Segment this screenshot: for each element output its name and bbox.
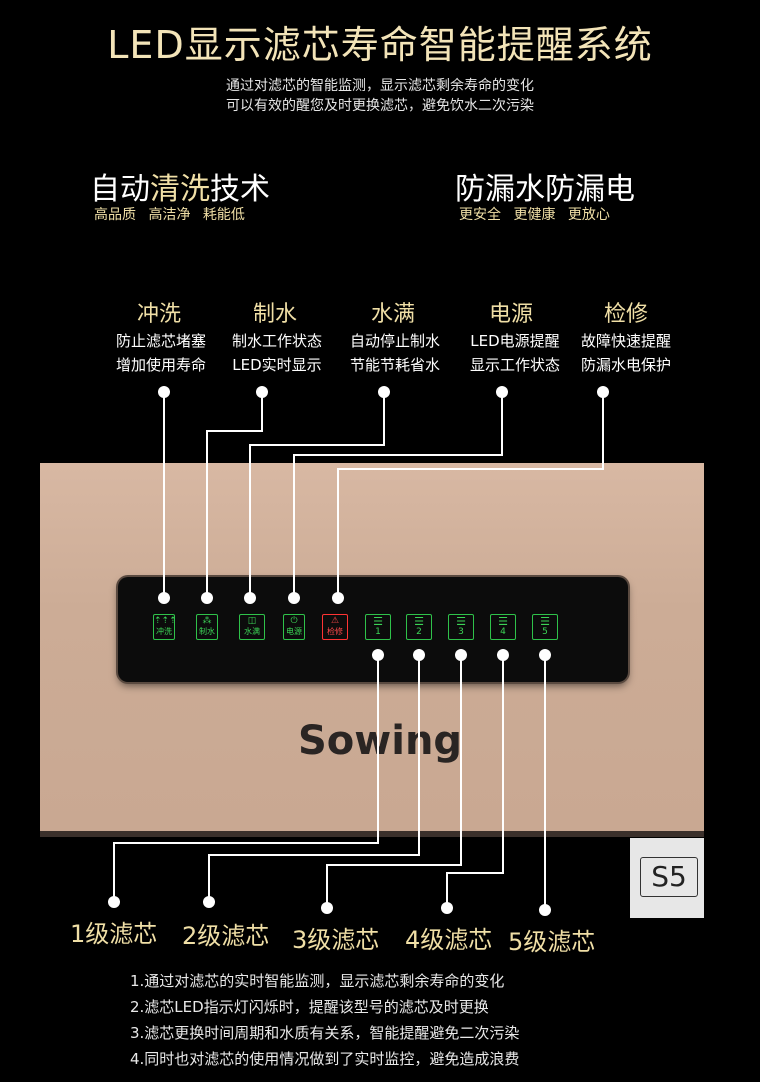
- function-make-water-desc-1: 制水工作状态: [231, 332, 322, 350]
- function-flush-desc: 防止滤芯堵塞 增加使用寿命: [96, 329, 226, 377]
- function-repair-desc-2: 防漏水电保护: [580, 356, 671, 374]
- filter-led-2: ☰ 2: [406, 614, 432, 640]
- callout-line-tank-full-a: [383, 392, 385, 446]
- stage-1-dot: [108, 896, 120, 908]
- purifier-base-shadow: [40, 831, 704, 837]
- feature-auto-clean-sub: 高品质 高洁净 耗能低: [94, 207, 245, 223]
- function-make-water-desc-2: LED实时显示: [232, 356, 322, 374]
- function-power-desc-1: LED电源提醒: [470, 332, 560, 350]
- function-tank-full-desc-1: 自动停止制水: [349, 332, 440, 350]
- feature-auto-clean-heading: 自动清洗技术: [90, 164, 270, 208]
- note-item-4: 4.同时也对滤芯的使用情况做到了实时监控，避免造成浪费: [130, 1050, 520, 1068]
- callout-line-make-water-b: [206, 430, 263, 432]
- brand-logo: Sowing: [298, 718, 463, 764]
- stage-2-label: 2级滤芯: [182, 922, 270, 950]
- callout-line-repair-a: [602, 392, 604, 470]
- stage-3-line-c: [326, 864, 328, 904]
- callout-dot-flush: [158, 386, 170, 398]
- page-title: LED显示滤芯寿命智能提醒系统: [107, 23, 653, 67]
- warning-icon: ⚠: [330, 616, 340, 626]
- flush-icon: ⇡⇡⇡: [154, 616, 177, 626]
- stage-3-line-b: [326, 864, 462, 866]
- stage-2-dot: [203, 896, 215, 908]
- filter-bars-icon: ☰: [498, 615, 508, 628]
- note-item-2: 2.滤芯LED指示灯闪烁时，提醒该型号的滤芯及时更换: [130, 998, 489, 1016]
- feature-leak-protect-heading: 防漏水防漏电: [455, 172, 635, 207]
- feature-auto-clean-part-c: 技术: [210, 172, 270, 207]
- stage-5-dot: [539, 904, 551, 916]
- callout-line-power-a: [501, 392, 503, 456]
- key-tank-full[interactable]: ◫ 水满: [239, 614, 265, 640]
- filter-led-5: ☰ 5: [532, 614, 558, 640]
- stage-2-line-b: [208, 854, 420, 856]
- function-tank-full-title: 水满: [370, 302, 415, 327]
- stage-3-label: 3级滤芯: [292, 926, 380, 954]
- function-tank-full-desc-2: 节能节耗省水: [349, 356, 440, 374]
- tank-icon: ◫: [247, 616, 257, 626]
- key-flush[interactable]: ⇡⇡⇡ 冲洗: [153, 614, 177, 640]
- power-icon: ⏻: [290, 616, 298, 626]
- stage-5-label: 5级滤芯: [508, 928, 596, 956]
- feature-leak-protect-sub: 更安全 更健康 更放心: [459, 207, 610, 223]
- stage-4-label: 4级滤芯: [405, 926, 493, 954]
- subtitle-line-1: 通过对滤芯的智能监测，显示滤芯剩余寿命的变化: [226, 78, 534, 94]
- filter-bars-icon: ☰: [456, 615, 466, 628]
- model-label-background: [630, 838, 704, 918]
- function-flush-desc-1: 防止滤芯堵塞: [115, 332, 206, 350]
- stage-1-label: 1级滤芯: [70, 920, 158, 948]
- callout-dot-tank-full: [378, 386, 390, 398]
- stage-4-line-c: [446, 872, 448, 904]
- stage-1-line-c: [113, 842, 115, 900]
- callout-dot-power: [496, 386, 508, 398]
- function-make-water-desc: 制水工作状态 LED实时显示: [212, 329, 342, 377]
- function-tank-full-desc: 自动停止制水 节能节耗省水: [330, 329, 460, 377]
- callout-dot-make-water: [256, 386, 268, 398]
- function-repair-desc-1: 故障快速提醒: [580, 332, 671, 350]
- filter-led-4: ☰ 4: [490, 614, 516, 640]
- model-badge: S5: [640, 857, 698, 897]
- callout-dot-repair: [597, 386, 609, 398]
- function-power-desc: LED电源提醒 显示工作状态: [450, 329, 580, 377]
- stage-1-line-b: [113, 842, 379, 844]
- key-make-water[interactable]: ⁂ 制水: [196, 614, 218, 640]
- filter-bars-icon: ☰: [414, 615, 424, 628]
- function-flush-title: 冲洗: [136, 302, 181, 327]
- stage-2-line-c: [208, 854, 210, 900]
- filter-bars-icon: ☰: [373, 615, 383, 628]
- filter-led-3: ☰ 3: [448, 614, 474, 640]
- callout-line-power-b: [293, 454, 503, 456]
- key-power[interactable]: ⏻ 电源: [283, 614, 305, 640]
- stage-3-dot: [321, 902, 333, 914]
- key-repair[interactable]: ⚠ 检修: [322, 614, 348, 640]
- callout-line-tank-full-b: [249, 444, 385, 446]
- stage-4-dot: [441, 902, 453, 914]
- function-make-water-title: 制水: [252, 302, 297, 327]
- filter-led-1: ☰ 1: [365, 614, 391, 640]
- function-flush-desc-2: 增加使用寿命: [115, 356, 206, 374]
- function-power-title: 电源: [488, 302, 533, 327]
- feature-auto-clean-part-a: 自动: [90, 172, 150, 207]
- callout-line-make-water-a: [261, 392, 263, 432]
- note-item-1: 1.通过对滤芯的实时智能监测，显示滤芯剩余寿命的变化: [130, 972, 505, 990]
- feature-auto-clean-part-b: 清洗: [150, 172, 210, 207]
- function-repair-desc: 故障快速提醒 防漏水电保护: [561, 329, 691, 377]
- subtitle-line-2: 可以有效的醒您及时更换滤芯，避免饮水二次污染: [226, 98, 534, 114]
- filter-bars-icon: ☰: [540, 615, 550, 628]
- water-drops-icon: ⁂: [202, 616, 212, 626]
- notes-list: 1.通过对滤芯的实时智能监测，显示滤芯剩余寿命的变化 2.滤芯LED指示灯闪烁时…: [130, 968, 519, 1072]
- stage-4-line-b: [446, 872, 504, 874]
- function-power-desc-2: 显示工作状态: [469, 356, 560, 374]
- function-repair-title: 检修: [603, 302, 648, 327]
- note-item-3: 3.滤芯更换时间周期和水质有关系，智能提醒避免二次污染: [130, 1024, 520, 1042]
